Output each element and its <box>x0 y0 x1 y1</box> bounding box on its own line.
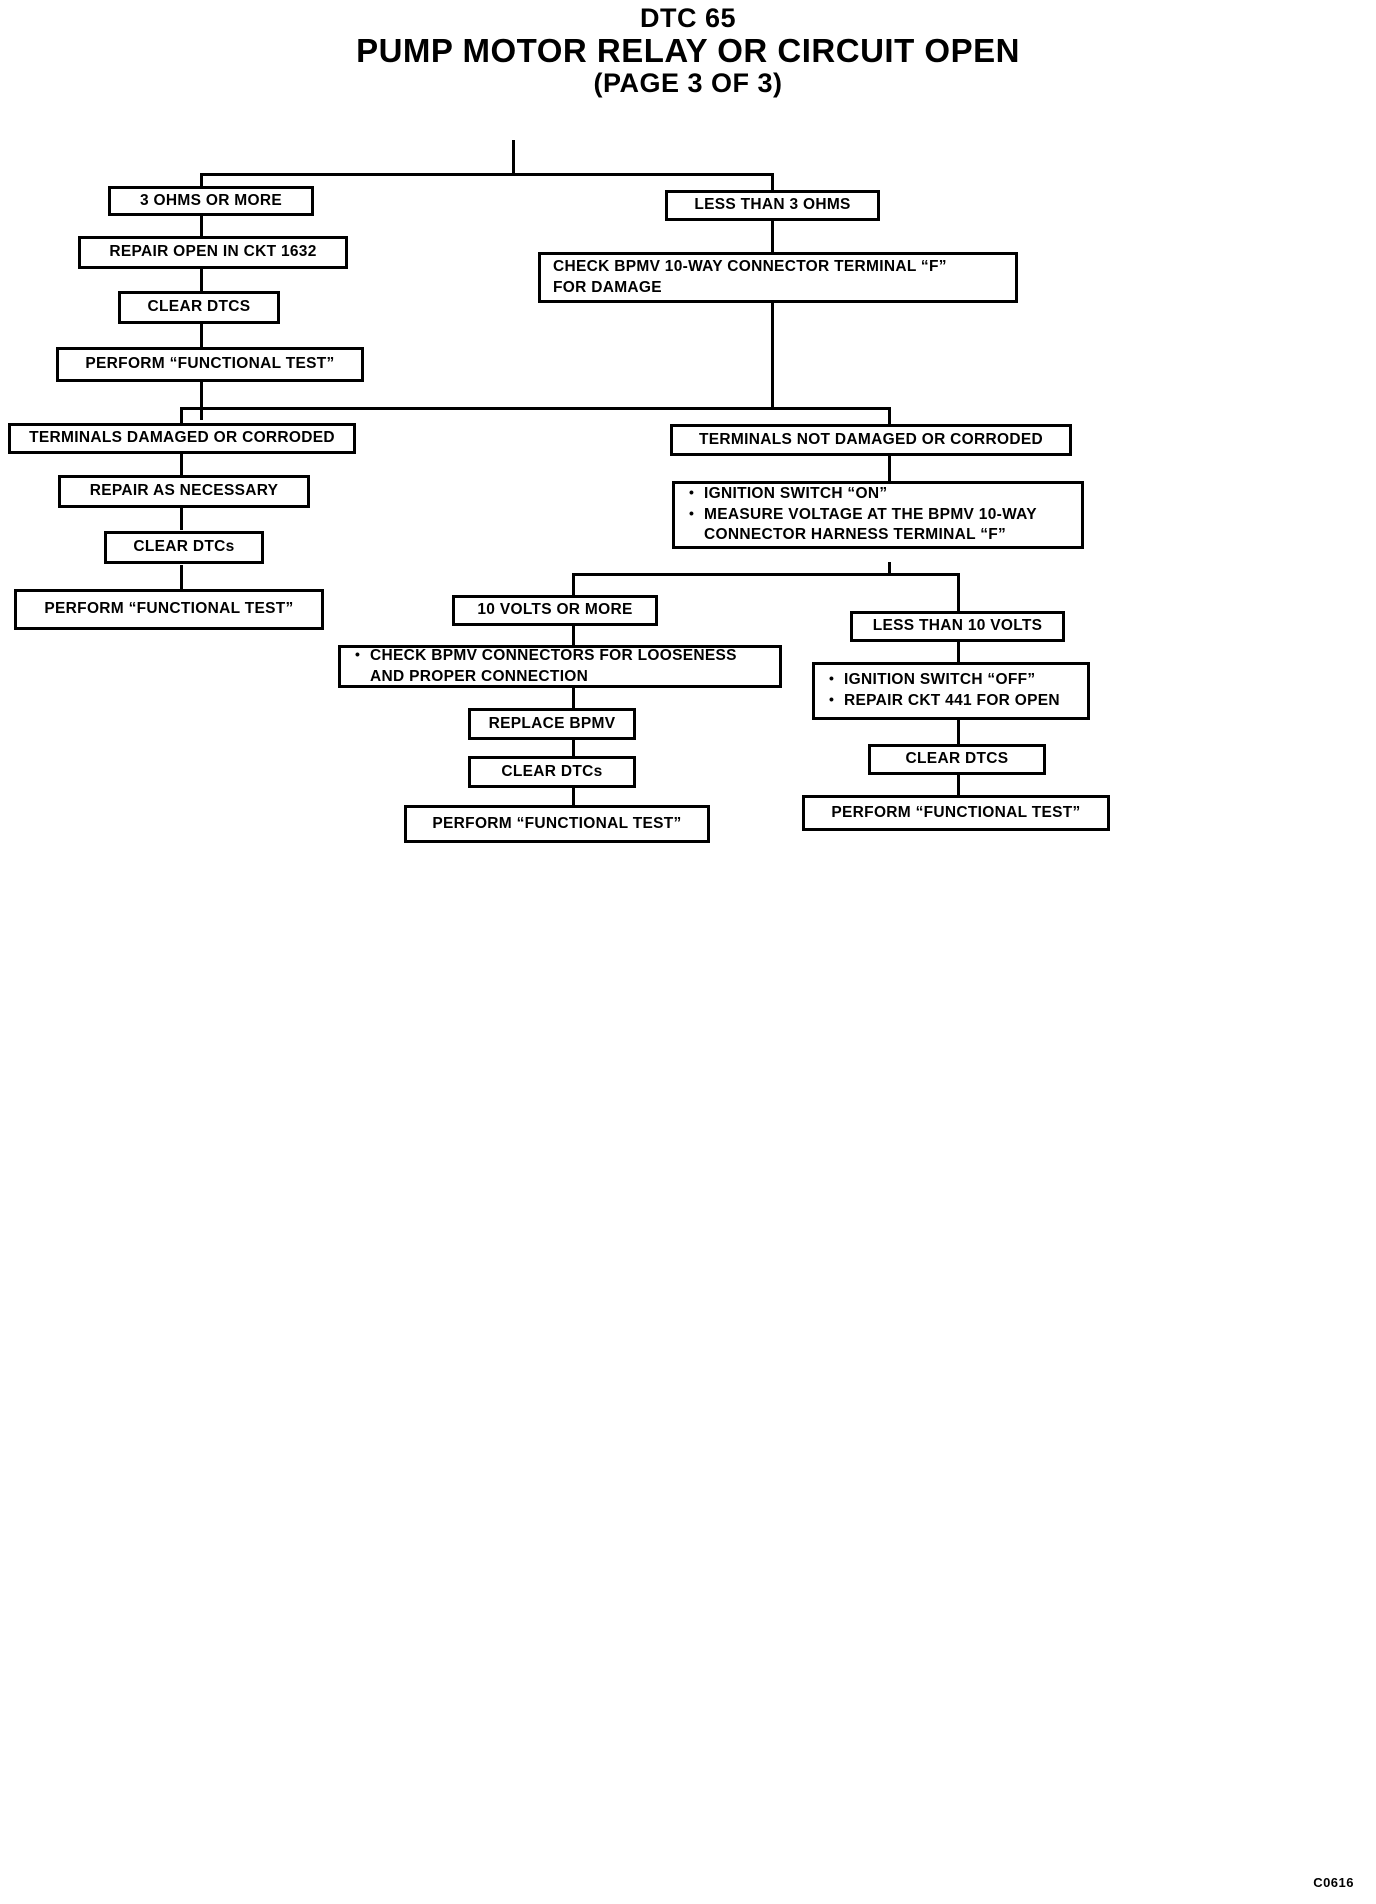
measure-voltage-bullet-2-line2: CONNECTOR HARNESS TERMINAL “F” <box>704 526 1007 544</box>
node-clear-dtcs-damaged: CLEAR DTCs <box>104 531 264 564</box>
node-repair-as-necessary: REPAIR AS NECESSARY <box>58 475 310 508</box>
node-functional-test-right: PERFORM “FUNCTIONAL TEST” <box>802 795 1110 831</box>
node-terminals-not-damaged-label: TERMINALS NOT DAMAGED OR CORRODED <box>698 430 1043 448</box>
figure-reference-code: C0616 <box>1313 1875 1354 1890</box>
connector-damaged-to-repair <box>180 453 183 475</box>
node-clear-dtcs-right-label: CLEAR DTCS <box>905 750 1009 768</box>
node-functional-test-damaged-label: PERFORM “FUNCTIONAL TEST” <box>44 600 294 618</box>
node-functional-test-right-label: PERFORM “FUNCTIONAL TEST” <box>831 803 1081 821</box>
node-clear-dtcs-left: CLEAR DTCS <box>118 291 280 324</box>
connector-clear-to-test-mid <box>572 787 575 806</box>
title-line-subject: PUMP MOTOR RELAY OR CIRCUIT OPEN <box>356 32 1020 70</box>
connector-test-to-branch <box>200 380 203 420</box>
node-clear-dtcs-mid: CLEAR DTCs <box>468 756 636 788</box>
title-line-dtc: DTC 65 <box>639 3 737 33</box>
connector-ignition-to-clear <box>957 720 960 744</box>
connector-measure-to-volts-split <box>888 562 891 576</box>
node-functional-test-damaged: PERFORM “FUNCTIONAL TEST” <box>14 589 324 630</box>
node-three-ohms-or-more: 3 OHMS OR MORE <box>108 186 314 216</box>
connector-cleardtc-to-test <box>180 565 183 589</box>
node-three-ohms-or-more-label: 3 OHMS OR MORE <box>140 191 282 209</box>
connector-to-terminals-not-damaged <box>888 407 891 424</box>
connector-check-to-split <box>771 302 774 409</box>
node-terminals-damaged-label: TERMINALS DAMAGED OR CORRODED <box>29 429 335 447</box>
node-check-bpmv-looseness: CHECK BPMV CONNECTORS FOR LOOSENESS AND … <box>338 645 782 688</box>
connector-clear-to-test <box>200 323 203 347</box>
connector-volts-split <box>572 573 960 576</box>
node-repair-open-ckt-1632: REPAIR OPEN IN CKT 1632 <box>78 236 348 269</box>
node-check-bpmv-connector: CHECK BPMV 10-WAY CONNECTOR TERMINAL “F”… <box>538 252 1018 303</box>
node-less-than-three-ohms: LESS THAN 3 OHMS <box>665 190 880 221</box>
node-less-than-ten-volts: LESS THAN 10 VOLTS <box>850 611 1065 642</box>
node-ten-volts-or-more-label: 10 VOLTS OR MORE <box>477 601 633 619</box>
connector-root-stem <box>512 140 515 176</box>
page-title: DTC 65 PUMP MOTOR RELAY OR CIRCUIT OPEN … <box>0 3 1376 98</box>
node-functional-test-left-label: PERFORM “FUNCTIONAL TEST” <box>85 355 335 373</box>
connector-checkloose-to-replace <box>572 684 575 708</box>
check-bpmv-looseness-bullet-list: CHECK BPMV CONNECTORS FOR LOOSENESS AND … <box>353 645 773 688</box>
connector-clear-to-test-right <box>957 775 960 795</box>
connector-three-ohms-to-repair <box>200 214 203 236</box>
node-repair-as-necessary-label: REPAIR AS NECESSARY <box>89 482 279 500</box>
node-check-bpmv-connector-line1: CHECK BPMV 10-WAY CONNECTOR TERMINAL “F” <box>553 257 947 275</box>
check-bpmv-looseness-line2: AND PROPER CONNECTION <box>370 667 589 685</box>
node-less-than-ten-volts-label: LESS THAN 10 VOLTS <box>872 617 1043 635</box>
node-check-bpmv-connector-line2: FOR DAMAGE <box>553 278 662 296</box>
node-clear-dtcs-damaged-label: CLEAR DTCs <box>133 538 235 556</box>
connector-repair-to-cleardtc <box>180 507 183 530</box>
connector-to-less-ten-volts <box>957 573 960 611</box>
node-terminals-not-damaged: TERMINALS NOT DAMAGED OR CORRODED <box>670 424 1072 456</box>
connector-to-less-three-ohms <box>771 173 774 190</box>
connector-tenvolts-to-check-loose <box>572 623 575 645</box>
connector-replace-to-clear <box>572 739 575 757</box>
connector-repair-to-clear <box>200 267 203 291</box>
node-functional-test-mid: PERFORM “FUNCTIONAL TEST” <box>404 805 710 843</box>
node-functional-test-mid-label: PERFORM “FUNCTIONAL TEST” <box>432 814 682 832</box>
node-measure-voltage-instructions: IGNITION SWITCH “ON” MEASURE VOLTAGE AT … <box>672 481 1084 549</box>
node-functional-test-left: PERFORM “FUNCTIONAL TEST” <box>56 347 364 382</box>
node-replace-bpmv: REPLACE BPMV <box>468 708 636 740</box>
measure-voltage-bullet-1: IGNITION SWITCH “ON” <box>687 483 1075 505</box>
check-bpmv-looseness-bullet: CHECK BPMV CONNECTORS FOR LOOSENESS AND … <box>353 645 773 688</box>
node-clear-dtcs-right: CLEAR DTCS <box>868 744 1046 775</box>
connector-to-ten-volts-more <box>572 573 575 595</box>
connector-to-three-ohms <box>200 173 203 187</box>
connector-less-ohms-to-check <box>771 220 774 253</box>
node-terminals-damaged: TERMINALS DAMAGED OR CORRODED <box>8 423 356 454</box>
node-repair-open-ckt-1632-label: REPAIR OPEN IN CKT 1632 <box>109 243 317 261</box>
node-clear-dtcs-left-label: CLEAR DTCS <box>147 298 251 316</box>
measure-voltage-bullet-list: IGNITION SWITCH “ON” MEASURE VOLTAGE AT … <box>687 483 1075 547</box>
node-clear-dtcs-mid-label: CLEAR DTCs <box>501 762 603 780</box>
connector-lessvolts-to-ignition <box>957 640 960 662</box>
connector-top-split <box>200 173 774 176</box>
connector-to-terminals-damaged <box>180 407 183 424</box>
connector-notdamaged-to-measure <box>888 456 891 481</box>
node-ignition-off-repair-441: IGNITION SWITCH “OFF” REPAIR CKT 441 FOR… <box>812 662 1090 720</box>
node-replace-bpmv-label: REPLACE BPMV <box>488 714 616 732</box>
ignition-off-bullet-list: IGNITION SWITCH “OFF” REPAIR CKT 441 FOR… <box>827 669 1081 712</box>
repair-ckt-441-bullet: REPAIR CKT 441 FOR OPEN <box>827 690 1081 712</box>
title-line-page: (PAGE 3 OF 3) <box>593 67 783 98</box>
connector-terminals-split <box>180 407 891 410</box>
measure-voltage-bullet-2-line1: MEASURE VOLTAGE AT THE BPMV 10-WAY <box>704 505 1037 523</box>
ignition-off-bullet: IGNITION SWITCH “OFF” <box>827 669 1081 691</box>
check-bpmv-looseness-line1: CHECK BPMV CONNECTORS FOR LOOSENESS <box>370 646 737 664</box>
node-less-than-three-ohms-label: LESS THAN 3 OHMS <box>694 196 851 214</box>
measure-voltage-bullet-2: MEASURE VOLTAGE AT THE BPMV 10-WAY CONNE… <box>687 504 1075 547</box>
node-ten-volts-or-more: 10 VOLTS OR MORE <box>452 595 658 626</box>
